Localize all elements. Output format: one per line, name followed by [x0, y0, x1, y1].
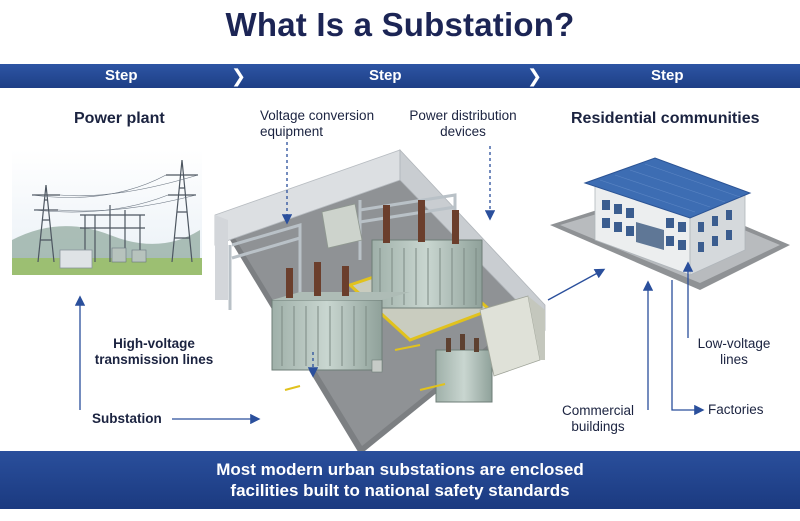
chevron-right-icon: ❯ — [527, 66, 543, 86]
page-title: What Is a Substation? — [225, 6, 575, 43]
annotation-lines — [74, 142, 705, 425]
label-high-voltage: High-voltage transmission lines — [94, 336, 214, 367]
power-plant-scene — [12, 150, 202, 275]
step-label-1: Step — [105, 67, 138, 84]
label-substation: Substation — [92, 411, 162, 426]
label-factories: Factories — [708, 402, 764, 417]
chevron-right-icon: ❯ — [231, 66, 247, 86]
footer-text: Most modern urban substations are enclos… — [216, 460, 584, 500]
building-scene — [550, 157, 790, 290]
label-residential: Residential communities — [571, 110, 760, 127]
step-bar: Step ❯ Step ❯ Step — [0, 64, 800, 88]
substation-yard — [214, 148, 546, 455]
label-power-plant: Power plant — [74, 110, 165, 127]
step-label-2: Step — [369, 67, 402, 84]
step-label-3: Step — [651, 67, 684, 84]
label-power-distribution: Power distribution devices — [409, 108, 517, 139]
footer-banner: Most modern urban substations are enclos… — [0, 451, 800, 509]
label-voltage-conversion: Voltage conversion equipment — [260, 108, 375, 139]
label-commercial: Commercial buildings — [561, 403, 634, 434]
label-low-voltage: Low-voltage lines — [697, 336, 771, 367]
